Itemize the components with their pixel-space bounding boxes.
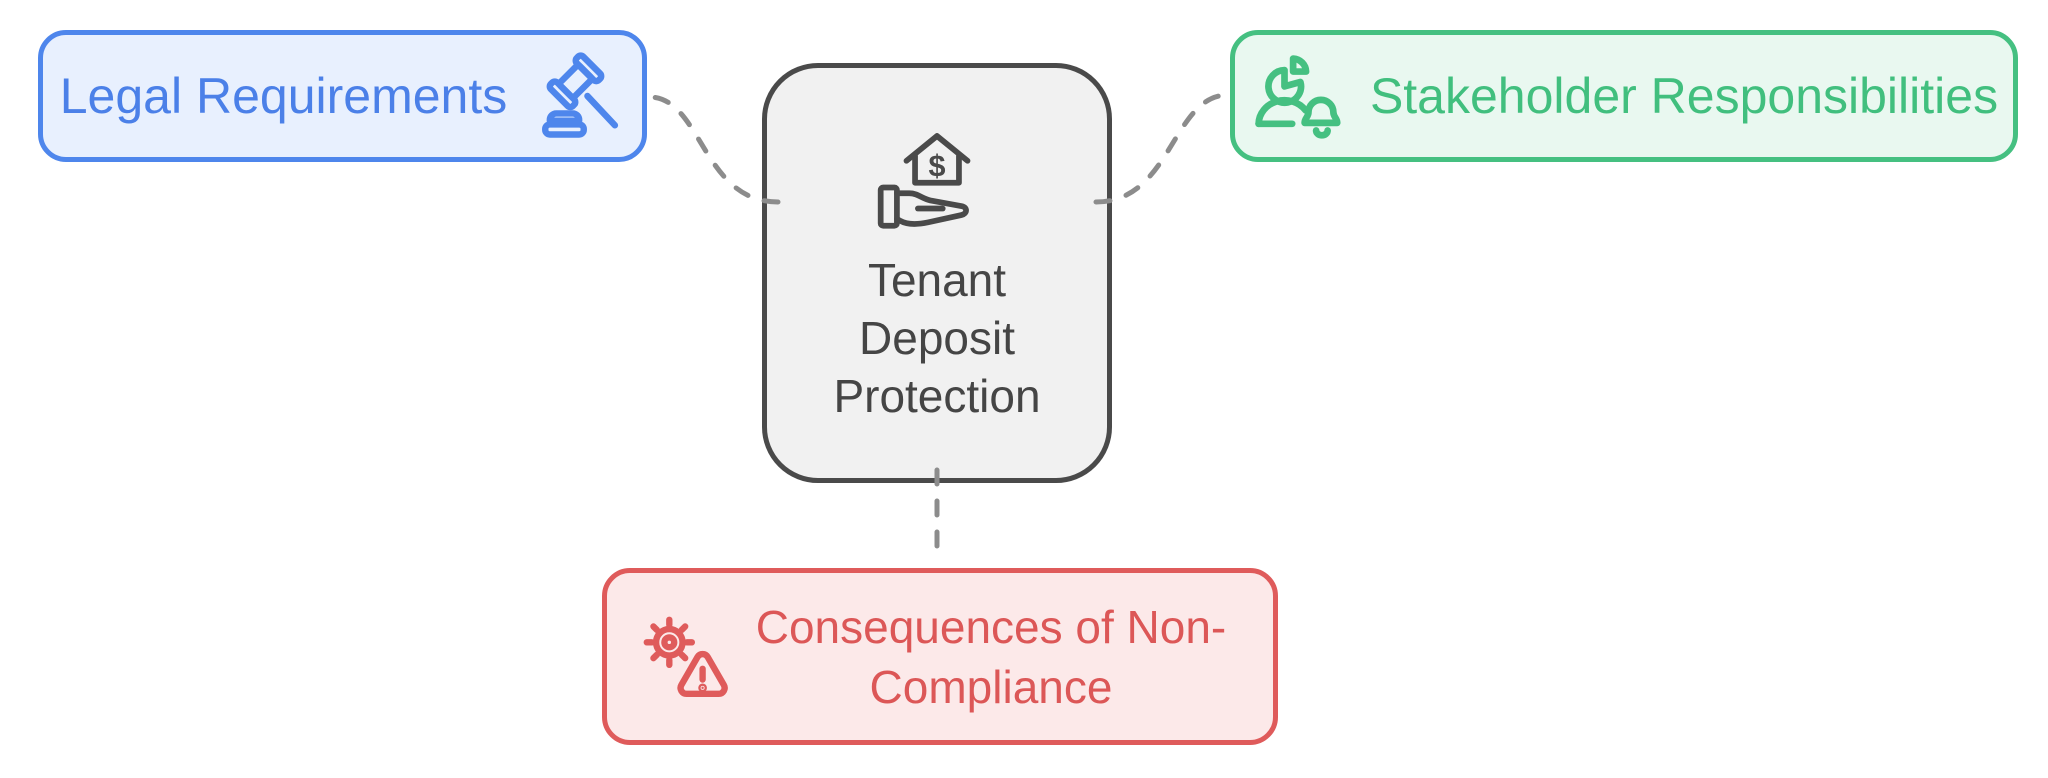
gear-warning-icon xyxy=(637,610,731,704)
pie-chart-person-bell-icon xyxy=(1250,50,1342,142)
node-stakeholder-responsibilities: Stakeholder Responsibilities xyxy=(1230,30,2018,162)
connector-center-to-stakeholder xyxy=(1093,92,1231,205)
house-dollar-hand-icon: $ xyxy=(874,121,1000,235)
node-tenant-deposit-protection: $ Tenant Deposit Protection xyxy=(762,63,1112,483)
node-legal-requirements: Legal Requirements xyxy=(38,30,647,162)
dollar-glyph: $ xyxy=(929,149,946,183)
node-consequences-non-compliance-label: Consequences of Non-Compliance xyxy=(755,600,1227,713)
node-consequences-non-compliance: Consequences of Non-Compliance xyxy=(602,568,1278,745)
connector-center-to-legal xyxy=(646,94,781,205)
node-stakeholder-responsibilities-label: Stakeholder Responsibilities xyxy=(1369,68,1999,124)
gavel-icon xyxy=(537,52,625,140)
node-legal-requirements-label: Legal Requirements xyxy=(59,68,508,124)
node-tenant-deposit-protection-label: Tenant Deposit Protection xyxy=(833,254,1041,422)
